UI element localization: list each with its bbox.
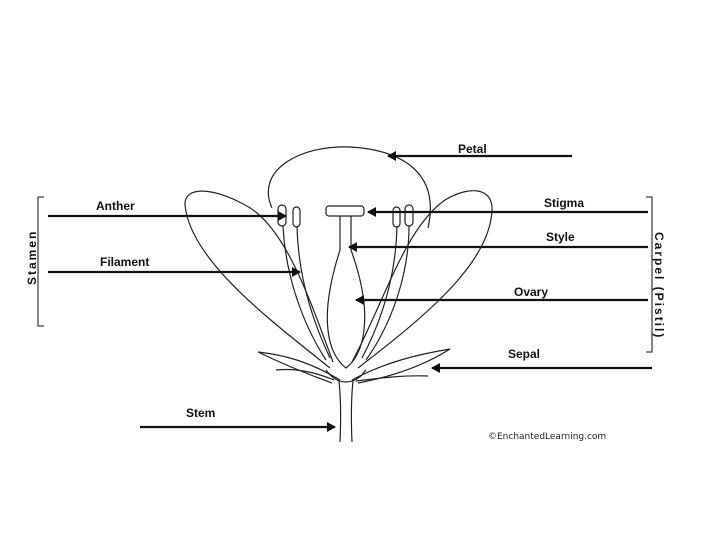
label-petal: Petal — [458, 142, 487, 156]
label-ovary: Ovary — [514, 285, 548, 299]
petal-right-shape — [351, 190, 493, 369]
sepal-left-lower-shape — [275, 368, 335, 381]
filament-left-outer-shape — [282, 225, 327, 361]
receptacle-shape — [325, 369, 367, 383]
credit-text: ©EnchantedLearning.com — [488, 432, 606, 442]
label-filament: Filament — [100, 255, 149, 269]
label-stem: Stem — [186, 406, 215, 420]
label-carpel: Carpel (Pistil) — [652, 232, 666, 339]
sepal-right-lower-shape — [355, 375, 429, 382]
stamen-bracket — [37, 196, 44, 327]
pistil-shape — [326, 216, 366, 369]
sepal-left-shape — [257, 351, 341, 384]
filament-right-outer-shape — [365, 225, 410, 361]
carpel-bracket — [646, 196, 653, 353]
filament-right-inner-shape — [361, 225, 398, 359]
petal-left-shape — [184, 190, 334, 369]
petal-back-shape — [267, 146, 431, 229]
label-stamen: Stamen — [25, 230, 39, 285]
filament-left-inner-shape — [296, 225, 331, 359]
label-style: Style — [546, 230, 575, 244]
sepal-right-shape — [351, 348, 451, 384]
label-sepal: Sepal — [508, 347, 540, 361]
label-anther: Anther — [96, 199, 135, 213]
anther-left-inner-shape — [292, 206, 301, 228]
stigma-shape — [325, 205, 365, 217]
stem-shape — [338, 380, 354, 443]
anther-right-outer-shape — [404, 204, 414, 227]
anther-right-inner-shape — [392, 206, 401, 228]
label-stigma: Stigma — [544, 196, 584, 210]
